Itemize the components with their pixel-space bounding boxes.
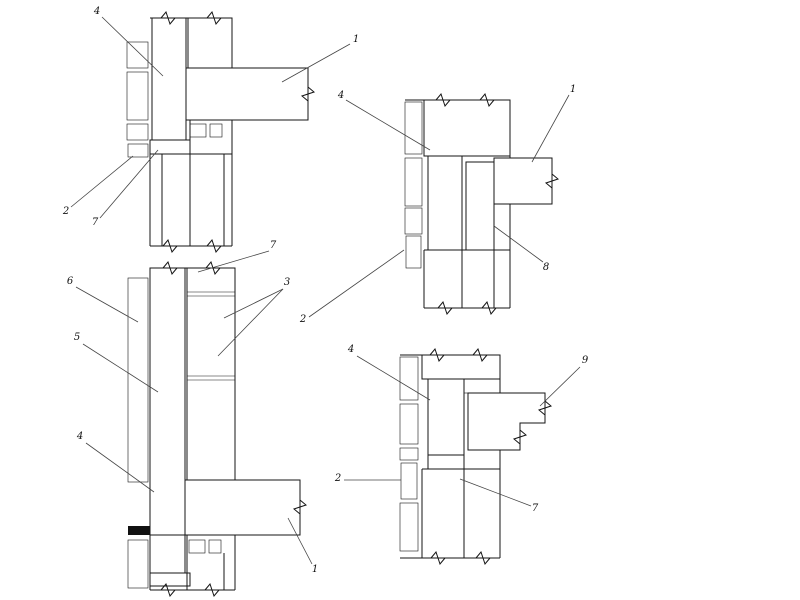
hatched-block bbox=[400, 462, 418, 500]
slab-diagonal-hatch bbox=[185, 67, 309, 121]
callout-label: 1 bbox=[353, 34, 359, 45]
concrete-layer bbox=[186, 267, 236, 481]
insulation-band bbox=[427, 454, 465, 470]
leader-line bbox=[70, 155, 134, 208]
concrete-layer bbox=[463, 378, 501, 394]
leader-line bbox=[345, 99, 431, 151]
hatched-block bbox=[189, 123, 207, 138]
callout-label: 7 bbox=[92, 217, 99, 228]
leader-line bbox=[85, 442, 155, 493]
leader-line bbox=[308, 249, 405, 318]
insulation-crosshatch bbox=[149, 534, 186, 574]
hatched-block bbox=[208, 539, 222, 554]
leader-line bbox=[82, 343, 159, 393]
callout-label: 2 bbox=[62, 206, 69, 217]
leader-line bbox=[75, 286, 139, 323]
wall-outline bbox=[149, 267, 236, 591]
wall-outline bbox=[405, 99, 511, 309]
callout-label: 7 bbox=[270, 240, 277, 251]
leader-line bbox=[197, 250, 270, 273]
callout-label: 7 bbox=[532, 503, 539, 514]
callout-label: 4 bbox=[347, 344, 354, 355]
wall-outline bbox=[149, 17, 233, 247]
slab-diagonal-hatch bbox=[184, 479, 301, 536]
callout-label: 9 bbox=[582, 355, 589, 366]
callout-label: 2 bbox=[299, 314, 306, 325]
detail-bottom-left-section: 7 6 3 5 4 1 bbox=[67, 240, 318, 597]
brick-tile-column bbox=[127, 539, 149, 589]
leader-line bbox=[281, 43, 351, 83]
hatched-block bbox=[127, 143, 149, 158]
brick-tile-column bbox=[399, 403, 419, 445]
leader-line bbox=[101, 16, 164, 77]
callout-label: 1 bbox=[570, 84, 576, 95]
callout-label: 5 bbox=[74, 332, 80, 343]
detail-bottom-right-section: 4 9 2 7 bbox=[334, 344, 589, 565]
brick-tile-column bbox=[399, 356, 419, 401]
hatched-block bbox=[188, 539, 206, 554]
brick-tile-column bbox=[126, 71, 149, 121]
brick-tile-column bbox=[399, 502, 419, 552]
callout-label: 4 bbox=[337, 90, 344, 101]
brick-tile-column bbox=[126, 41, 149, 69]
detail-top-left-section: 4 1 2 7 bbox=[62, 6, 359, 253]
leader-line bbox=[539, 366, 581, 407]
callout-label: 4 bbox=[76, 431, 83, 442]
leader-line bbox=[531, 94, 570, 163]
wall-outline bbox=[400, 354, 501, 559]
brick-tile-column bbox=[126, 123, 149, 141]
leader-line bbox=[459, 478, 532, 507]
air-gap bbox=[404, 207, 423, 235]
callout-label: 4 bbox=[93, 6, 100, 17]
hatched-block bbox=[405, 235, 422, 269]
brick-tile-column bbox=[404, 157, 423, 207]
slab-diagonal-hatch bbox=[493, 157, 553, 205]
callout-label: 1 bbox=[312, 564, 318, 575]
insulation-crosshatch bbox=[151, 17, 187, 141]
insulation-crosshatch bbox=[149, 267, 186, 536]
insulation-crosshatch bbox=[427, 378, 465, 456]
slab-diagonal-hatch bbox=[467, 392, 546, 451]
finish-layer-lines bbox=[187, 291, 235, 381]
insulation-crosshatch bbox=[427, 155, 463, 251]
leader-line bbox=[287, 517, 313, 565]
callout-label: 8 bbox=[543, 262, 549, 273]
leader-line bbox=[217, 288, 284, 357]
detail-top-right-section: 4 1 8 2 bbox=[299, 84, 576, 325]
brick-tile-column bbox=[404, 101, 423, 155]
brick-tile-column bbox=[127, 277, 149, 483]
concrete-layer bbox=[421, 354, 501, 380]
callout-label: 3 bbox=[284, 277, 290, 288]
insulation-band bbox=[149, 572, 191, 587]
leader-line bbox=[99, 149, 159, 219]
callout-label: 2 bbox=[334, 473, 341, 484]
sealing-band bbox=[128, 526, 150, 535]
concrete-layer bbox=[187, 17, 233, 69]
leader-line bbox=[223, 288, 284, 319]
callout-label: 6 bbox=[67, 276, 74, 287]
leader-line bbox=[356, 355, 431, 401]
concrete-layer bbox=[423, 99, 511, 157]
hatched-block bbox=[209, 123, 223, 138]
inner-hatched-layer bbox=[465, 161, 495, 251]
leader-line bbox=[493, 225, 544, 263]
air-gap bbox=[399, 447, 419, 461]
